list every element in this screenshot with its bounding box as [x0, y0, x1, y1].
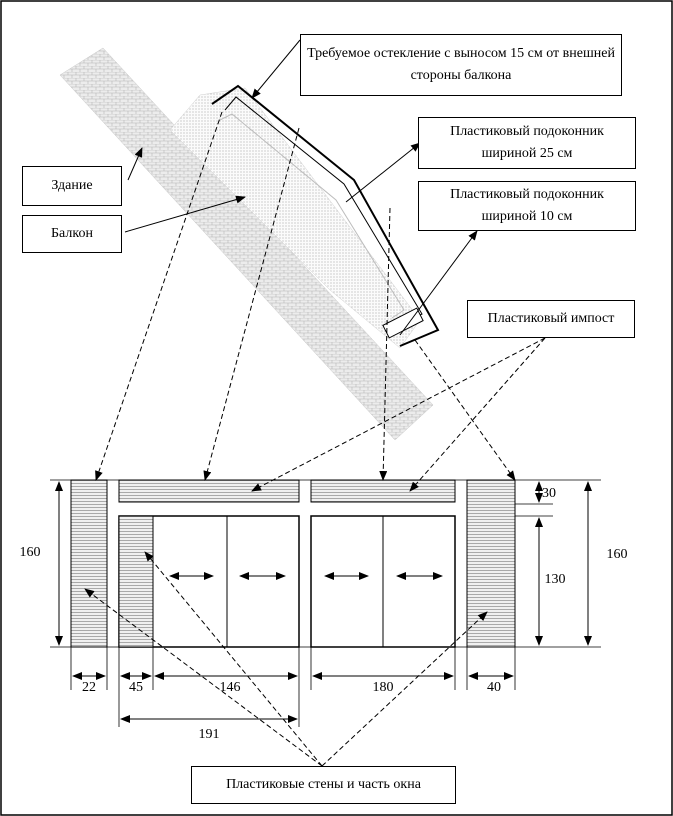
- wall-panel-left: [70, 479, 108, 648]
- impost-bar-left: [118, 479, 300, 503]
- glazing-outer-line: [211, 84, 440, 347]
- balcony-slab: [169, 87, 421, 349]
- dim-width-40: 40: [487, 680, 501, 695]
- dim-width-22: 22: [82, 680, 96, 695]
- glazing-callout: Требуемое остекление с выносом 15 см от …: [300, 34, 622, 96]
- solid-leaders: [124, 39, 478, 336]
- dim-left-height: 160: [19, 545, 41, 560]
- glazing-shadow-line: [219, 113, 405, 319]
- impost-bar-right: [310, 479, 456, 503]
- dim-top-band: 30: [542, 486, 556, 501]
- sill-10-callout: Пластиковый подоконник шириной 10 см: [418, 181, 636, 231]
- corner-sill-small: [382, 307, 424, 339]
- dim-right-height: 160: [606, 547, 628, 562]
- sill-25-callout: Пластиковый подоконник шириной 25 см: [418, 117, 636, 169]
- impost-callout: Пластиковый импост: [467, 300, 635, 338]
- dim-width-180: 180: [372, 680, 394, 695]
- window-wall-strip: [118, 515, 154, 648]
- dim-width-191: 191: [198, 727, 220, 742]
- balcony-callout: Балкон: [22, 215, 122, 253]
- dashed-leaders: [84, 111, 546, 767]
- building-callout: Здание: [22, 166, 122, 206]
- dim-width-45: 45: [129, 680, 143, 695]
- building-wall: [59, 47, 434, 441]
- dim-width-146: 146: [219, 680, 241, 695]
- wall-panel-right: [466, 479, 516, 648]
- dimension-lines: [55, 481, 592, 723]
- walls-callout: Пластиковые стены и часть окна: [191, 766, 456, 804]
- dim-window-height: 130: [544, 572, 566, 587]
